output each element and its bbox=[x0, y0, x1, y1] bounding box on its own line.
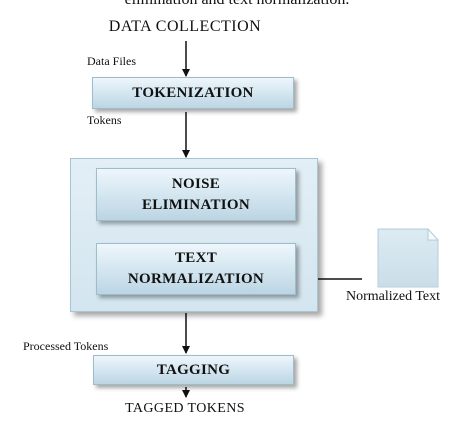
node-tokenization-label: TOKENIZATION bbox=[132, 84, 254, 101]
figure-caption-fragment: elimination and text normalization. bbox=[0, 0, 474, 9]
label-data-files: Data Files bbox=[87, 54, 136, 68]
label-processed-tokens: Processed Tokens bbox=[23, 339, 109, 353]
label-normalized-text: Normalized Text bbox=[346, 289, 441, 304]
node-noise-elimination: NOISE ELIMINATION bbox=[96, 168, 296, 221]
node-tagging-label: TAGGING bbox=[156, 361, 231, 378]
node-data-collection: DATA COLLECTION bbox=[108, 18, 262, 35]
document-icon bbox=[377, 227, 440, 288]
node-tagged-tokens: TAGGED TOKENS bbox=[125, 401, 245, 416]
node-tokenization: TOKENIZATION bbox=[92, 77, 294, 109]
node-text-normalization: TEXT NORMALIZATION bbox=[96, 243, 296, 295]
node-tagging: TAGGING bbox=[93, 355, 294, 385]
label-tokens: Tokens bbox=[87, 113, 122, 127]
